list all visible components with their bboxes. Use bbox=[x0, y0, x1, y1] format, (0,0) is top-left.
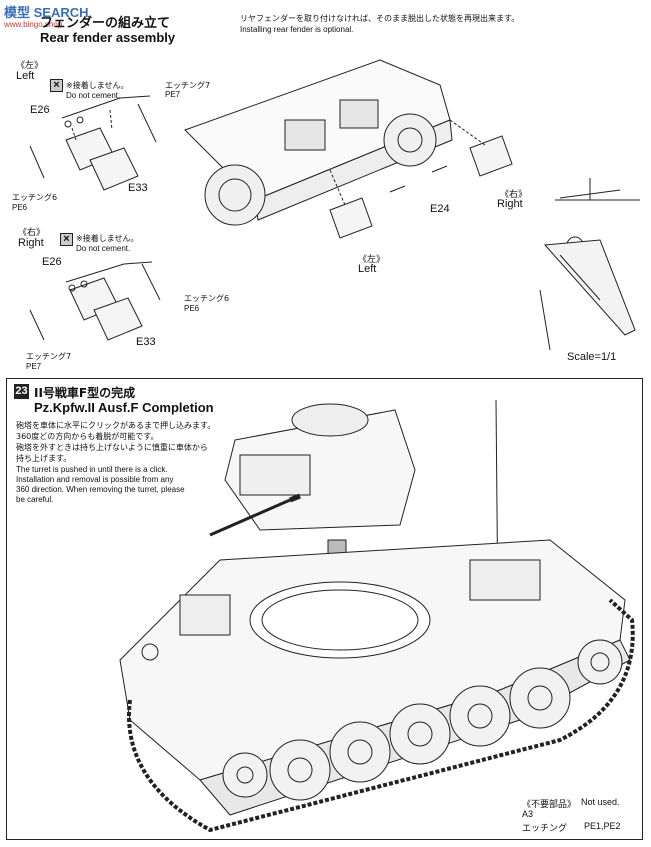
unused-etching-parts: PE1,PE2 bbox=[584, 821, 621, 831]
main-left-label-en: Left bbox=[358, 263, 377, 275]
right-side-label-jp: 《右》 bbox=[18, 228, 46, 238]
main-right-label-en: Right bbox=[497, 198, 523, 210]
right-part-etching6: エッチング6 bbox=[184, 294, 230, 303]
left-part-e33: E33 bbox=[128, 182, 148, 194]
rear-hull-view bbox=[184, 59, 513, 239]
section-title-jp: フェンダーの組み立て bbox=[40, 16, 171, 31]
left-part-pe6: PE6 bbox=[12, 203, 28, 212]
scale-label: Scale=1/1 bbox=[567, 351, 617, 363]
right-not-cement-jp: ※接着しません。 bbox=[76, 234, 139, 243]
unused-etching-jp: エッチング bbox=[522, 824, 568, 834]
left-part-etching7: エッチング7 bbox=[165, 81, 211, 90]
unused-part-a3: A3 bbox=[522, 809, 534, 819]
right-fender-parts bbox=[29, 261, 161, 341]
right-side-label-en: Right bbox=[18, 237, 44, 249]
left-not-cement-en: Do not cement. bbox=[66, 91, 121, 100]
step-23-frame bbox=[6, 378, 643, 840]
right-part-pe6: PE6 bbox=[184, 304, 200, 313]
step-note-jp-2: 360度どの方向からも着脱が可能です。 bbox=[16, 432, 159, 441]
step-note-en-2: Installation and removal is possible fro… bbox=[16, 475, 174, 484]
watermark-site: www.bingo.shop bbox=[4, 20, 63, 29]
left-side-label-en: Left bbox=[16, 70, 35, 82]
left-fender-parts bbox=[29, 95, 157, 191]
turret-illustration bbox=[209, 403, 416, 537]
right-part-etching7: エッチング7 bbox=[26, 352, 72, 361]
right-part-e26: E26 bbox=[42, 256, 62, 268]
watermark-brand: 模型 SEARCH bbox=[4, 5, 89, 20]
do-not-cement-icon: × bbox=[60, 233, 73, 246]
main-part-e24: E24 bbox=[430, 203, 450, 215]
unused-label-jp: 《不要部品》 bbox=[522, 800, 577, 810]
step-title-en: Pz.Kpfw.II Ausf.F Completion bbox=[34, 400, 214, 415]
step-number: 23 bbox=[14, 384, 29, 399]
step-title-jp: II号戦車F型の完成 bbox=[34, 386, 136, 400]
track bbox=[127, 598, 635, 833]
section-title-en: Rear fender assembly bbox=[40, 30, 176, 45]
right-part-pe7: PE7 bbox=[26, 362, 42, 371]
left-not-cement-jp: ※接着しません。 bbox=[66, 81, 129, 90]
left-side-label-jp: 《左》 bbox=[16, 61, 44, 71]
right-not-cement-en: Do not cement. bbox=[76, 244, 131, 253]
do-not-cement-icon: × bbox=[50, 79, 63, 92]
left-part-pe7: PE7 bbox=[165, 90, 181, 99]
step-note-jp-4: 持ち上げます。 bbox=[16, 454, 72, 463]
step-note-en-4: be careful. bbox=[16, 495, 54, 504]
step-note-en-3: 360 direction. When removing the turret,… bbox=[16, 485, 185, 494]
right-part-e33: E33 bbox=[136, 336, 156, 348]
step-note-jp-1: 砲塔を車体に水平にクリックがあるまで押し込みます。 bbox=[16, 421, 216, 430]
road-wheels bbox=[222, 639, 623, 801]
step-note-en-1: The turret is pushed in until there is a… bbox=[16, 465, 168, 474]
header-note-en: Installing rear fender is optional. bbox=[240, 25, 354, 34]
step-note-jp-3: 砲塔を外すときは持ち上げないように慎重に車体から bbox=[16, 443, 208, 452]
left-part-e26: E26 bbox=[30, 104, 50, 116]
main-left-label-jp: 《左》 bbox=[358, 255, 386, 265]
unused-label-en: Not used. bbox=[581, 797, 620, 807]
header-note-jp: リヤフェンダーを取り付けなければ、そのまま脱出した状態を再現出来ます。 bbox=[240, 14, 520, 23]
left-part-etching6: エッチング6 bbox=[12, 193, 58, 202]
scale-detail bbox=[539, 178, 640, 351]
main-right-label-jp: 《右》 bbox=[500, 190, 528, 200]
